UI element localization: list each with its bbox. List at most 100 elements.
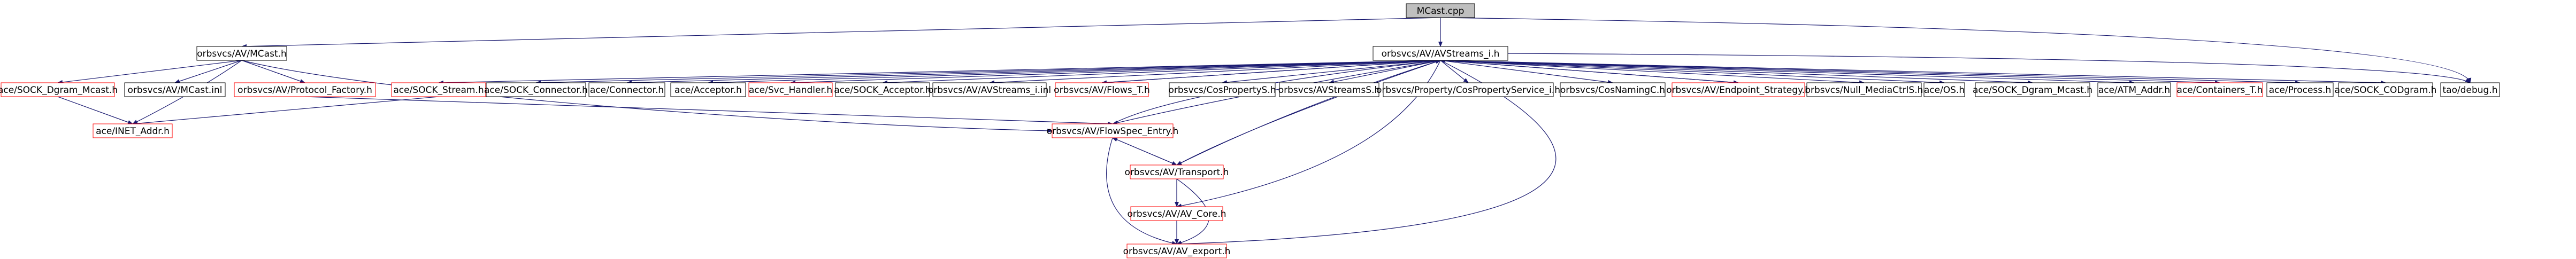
node-flowspec-entry-h[interactable]: orbsvcs/AV/FlowSpec_Entry.h bbox=[1047, 123, 1179, 138]
edge-avstreams_i_h-to-avstreams_s_h bbox=[1329, 60, 1441, 84]
node-box bbox=[124, 82, 226, 97]
node-box bbox=[2440, 82, 2500, 97]
node-cosnaming-c-h[interactable]: orbsvcs/CosNamingC.h bbox=[1560, 82, 1666, 97]
edge-mcast_h-to-mcast_inl bbox=[174, 60, 242, 83]
node-box bbox=[2338, 82, 2433, 97]
node-box bbox=[670, 82, 746, 97]
edge-avstreams_i_h-to-connector_h bbox=[626, 60, 1441, 85]
node-box bbox=[2097, 82, 2171, 97]
node-box bbox=[1055, 82, 1149, 97]
nodes-layer: MCast.cpp orbsvcs/AV/MCast.h orbsvcs/AV/AV… bbox=[0, 3, 2500, 258]
node-box bbox=[1806, 82, 1922, 97]
edges-layer bbox=[57, 17, 2472, 246]
node-label: orbsvcs/CosNamingC.h bbox=[1560, 85, 1665, 96]
node-box bbox=[1975, 82, 2090, 97]
edge-avstreams_i_h-to-process_h bbox=[1440, 60, 2301, 85]
node-sock-codgram-h[interactable]: ace/SOCK_CODgram.h bbox=[2335, 82, 2437, 97]
node-label: ace/Svc_Handler.h bbox=[749, 85, 832, 96]
edge-avstreams_i_h-to-atm_addr_h bbox=[1440, 60, 2135, 85]
node-box bbox=[1560, 82, 1666, 97]
node-label: orbsvcs/AV/Endpoint_Strategy.h bbox=[1666, 85, 1811, 96]
node-inet-addr-h[interactable]: ace/INET_Addr.h bbox=[93, 123, 173, 138]
edge-mcast_h-to-sock_dgram_mcast_h bbox=[57, 60, 242, 84]
edge-transport_h-to-flowspec_entry_h bbox=[1112, 137, 1177, 166]
node-box bbox=[1406, 3, 1475, 18]
node-label: orbsvcs/AV/Transport.h bbox=[1125, 167, 1229, 178]
node-avstreams-s-h[interactable]: orbsvcs/AVStreamsS.h bbox=[1278, 82, 1381, 97]
edge-mcast_h-to-protocol_factory_h bbox=[241, 60, 305, 83]
node-box bbox=[1, 82, 115, 97]
node-box bbox=[2266, 82, 2334, 97]
node-mcast-h[interactable]: orbsvcs/AV/MCast.h bbox=[196, 46, 287, 61]
edge-sock_dgram_mcast_h-to-inet_addr_h bbox=[57, 96, 133, 124]
node-box bbox=[588, 82, 665, 97]
node-sock-connector-h[interactable]: ace/SOCK_Connector.h bbox=[484, 82, 588, 97]
node-label: orbsvcs/AV/MCast.inl bbox=[127, 85, 222, 96]
node-sock-acceptor-h[interactable]: ace/SOCK_Acceptor.h bbox=[834, 82, 931, 97]
node-label: orbsvcs/AV/AV_Core.h bbox=[1127, 209, 1226, 219]
edge-endpoint_strategy_h-to-avstreams_i_h bbox=[1440, 58, 1739, 83]
node-transport-h[interactable]: orbsvcs/AV/Transport.h bbox=[1125, 164, 1229, 179]
node-endpoint-strategy-h[interactable]: orbsvcs/AV/Endpoint_Strategy.h bbox=[1666, 82, 1811, 97]
edge-protocol_factory_h-to-flowspec_entry_h bbox=[304, 96, 1113, 126]
node-label: ace/ATM_Addr.h bbox=[2098, 85, 2170, 96]
edge-avstreams_i_h-to-sock_stream_h bbox=[438, 60, 1441, 85]
node-sock-stream-h[interactable]: ace/SOCK_Stream.h bbox=[391, 82, 486, 97]
node-connector-h[interactable]: ace/Connector.h bbox=[588, 82, 665, 97]
node-containers-t-h[interactable]: ace/Containers_T.h bbox=[2176, 82, 2263, 97]
node-box bbox=[196, 46, 287, 61]
node-box bbox=[835, 82, 930, 97]
node-box bbox=[748, 82, 833, 97]
node-label: ace/SOCK_CODgram.h bbox=[2335, 85, 2437, 96]
node-label: ace/SOCK_Dgram_Mcast.h bbox=[1973, 85, 2092, 96]
edge-transport_h-to-avstreams_i_h bbox=[1176, 59, 1441, 166]
node-mcast-inl[interactable]: orbsvcs/AV/MCast.inl bbox=[124, 82, 226, 97]
edge-avstreams_i_h-to-sock_dgram_mcast_h_2 bbox=[1440, 60, 2033, 85]
node-cospropertyservice-i-h[interactable]: orbsvcs/Property/CosPropertyService_i.h bbox=[1376, 82, 1560, 97]
node-flows-t-h[interactable]: orbsvcs/AV/Flows_T.h bbox=[1054, 82, 1150, 97]
node-label: orbsvcs/Property/CosPropertyService_i.h bbox=[1376, 85, 1560, 96]
node-cosproperty-s-h[interactable]: orbsvcs/CosPropertyS.h bbox=[1168, 82, 1276, 97]
node-null-mediactrl-s-h[interactable]: orbsvcs/Null_MediaCtrlS.h bbox=[1805, 82, 1923, 97]
node-label: MCast.cpp bbox=[1417, 6, 1465, 17]
node-label: orbsvcs/AV/Protocol_Factory.h bbox=[237, 85, 372, 96]
node-label: orbsvcs/AV/FlowSpec_Entry.h bbox=[1047, 126, 1179, 137]
node-sock-dgram-mcast-h[interactable]: ace/SOCK_Dgram_Mcast.h bbox=[0, 82, 118, 97]
node-av-export-h[interactable]: orbsvcs/AV/AV_export.h bbox=[1123, 244, 1231, 258]
node-label: orbsvcs/AV/AVStreams_i.inl bbox=[928, 85, 1051, 96]
edge-avstreams_i_h-to-cospropertyservice_i_h bbox=[1440, 60, 1469, 83]
node-os-h[interactable]: ace/OS.h bbox=[1923, 82, 1965, 97]
edge-mcast_cpp-to-mcast_h bbox=[241, 17, 1441, 49]
node-svc-handler-h[interactable]: ace/Svc_Handler.h bbox=[748, 82, 833, 97]
node-av-core-h[interactable]: orbsvcs/AV/AV_Core.h bbox=[1127, 206, 1226, 221]
node-atm-addr-h[interactable]: ace/ATM_Addr.h bbox=[2097, 82, 2171, 97]
node-label: orbsvcs/CosPropertyS.h bbox=[1168, 85, 1276, 96]
edge-avstreams_i_h-to-sock_codgram_h bbox=[1440, 60, 2386, 85]
edge-avstreams_i_h-to-tao_debug_h bbox=[1507, 53, 2471, 83]
node-box bbox=[486, 82, 586, 97]
node-label: orbsvcs/AVStreamsS.h bbox=[1278, 85, 1381, 96]
edge-avstreams_i_h-to-cosnaming_c_h bbox=[1440, 60, 1613, 84]
node-label: ace/Containers_T.h bbox=[2177, 85, 2263, 96]
node-avstreams-i-inl[interactable]: orbsvcs/AV/AVStreams_i.inl bbox=[928, 82, 1051, 97]
node-box bbox=[1279, 82, 1379, 97]
node-box bbox=[234, 82, 376, 97]
edge-avstreams_i_h-to-avstreams_i_inl bbox=[989, 60, 1441, 85]
node-box bbox=[1052, 123, 1174, 138]
node-sock-dgram-mcast-h-2[interactable]: ace/SOCK_Dgram_Mcast.h bbox=[1973, 82, 2092, 97]
node-label: ace/Acceptor.h bbox=[674, 85, 742, 96]
edge-avstreams_i_h-to-av_core_h bbox=[1176, 60, 1441, 208]
node-label: ace/SOCK_Dgram_Mcast.h bbox=[0, 85, 118, 96]
node-process-h[interactable]: ace/Process.h bbox=[2266, 82, 2334, 97]
edge-sock_stream_h-to-inet_addr_h bbox=[132, 96, 439, 126]
node-acceptor-h[interactable]: ace/Acceptor.h bbox=[670, 82, 746, 97]
node-label: ace/SOCK_Acceptor.h bbox=[834, 85, 931, 96]
node-label: orbsvcs/AV/AVStreams_i.h bbox=[1382, 49, 1500, 59]
node-label: orbsvcs/AV/MCast.h bbox=[197, 49, 287, 59]
node-tao-debug-h[interactable]: tao/debug.h bbox=[2440, 82, 2500, 97]
node-box bbox=[1383, 82, 1554, 97]
node-mcast-cpp: MCast.cpp bbox=[1406, 3, 1475, 18]
node-avstreams-i-h[interactable]: orbsvcs/AV/AVStreams_i.h bbox=[1373, 46, 1508, 61]
node-protocol-factory-h[interactable]: orbsvcs/AV/Protocol_Factory.h bbox=[234, 82, 376, 97]
node-box bbox=[2176, 82, 2263, 97]
